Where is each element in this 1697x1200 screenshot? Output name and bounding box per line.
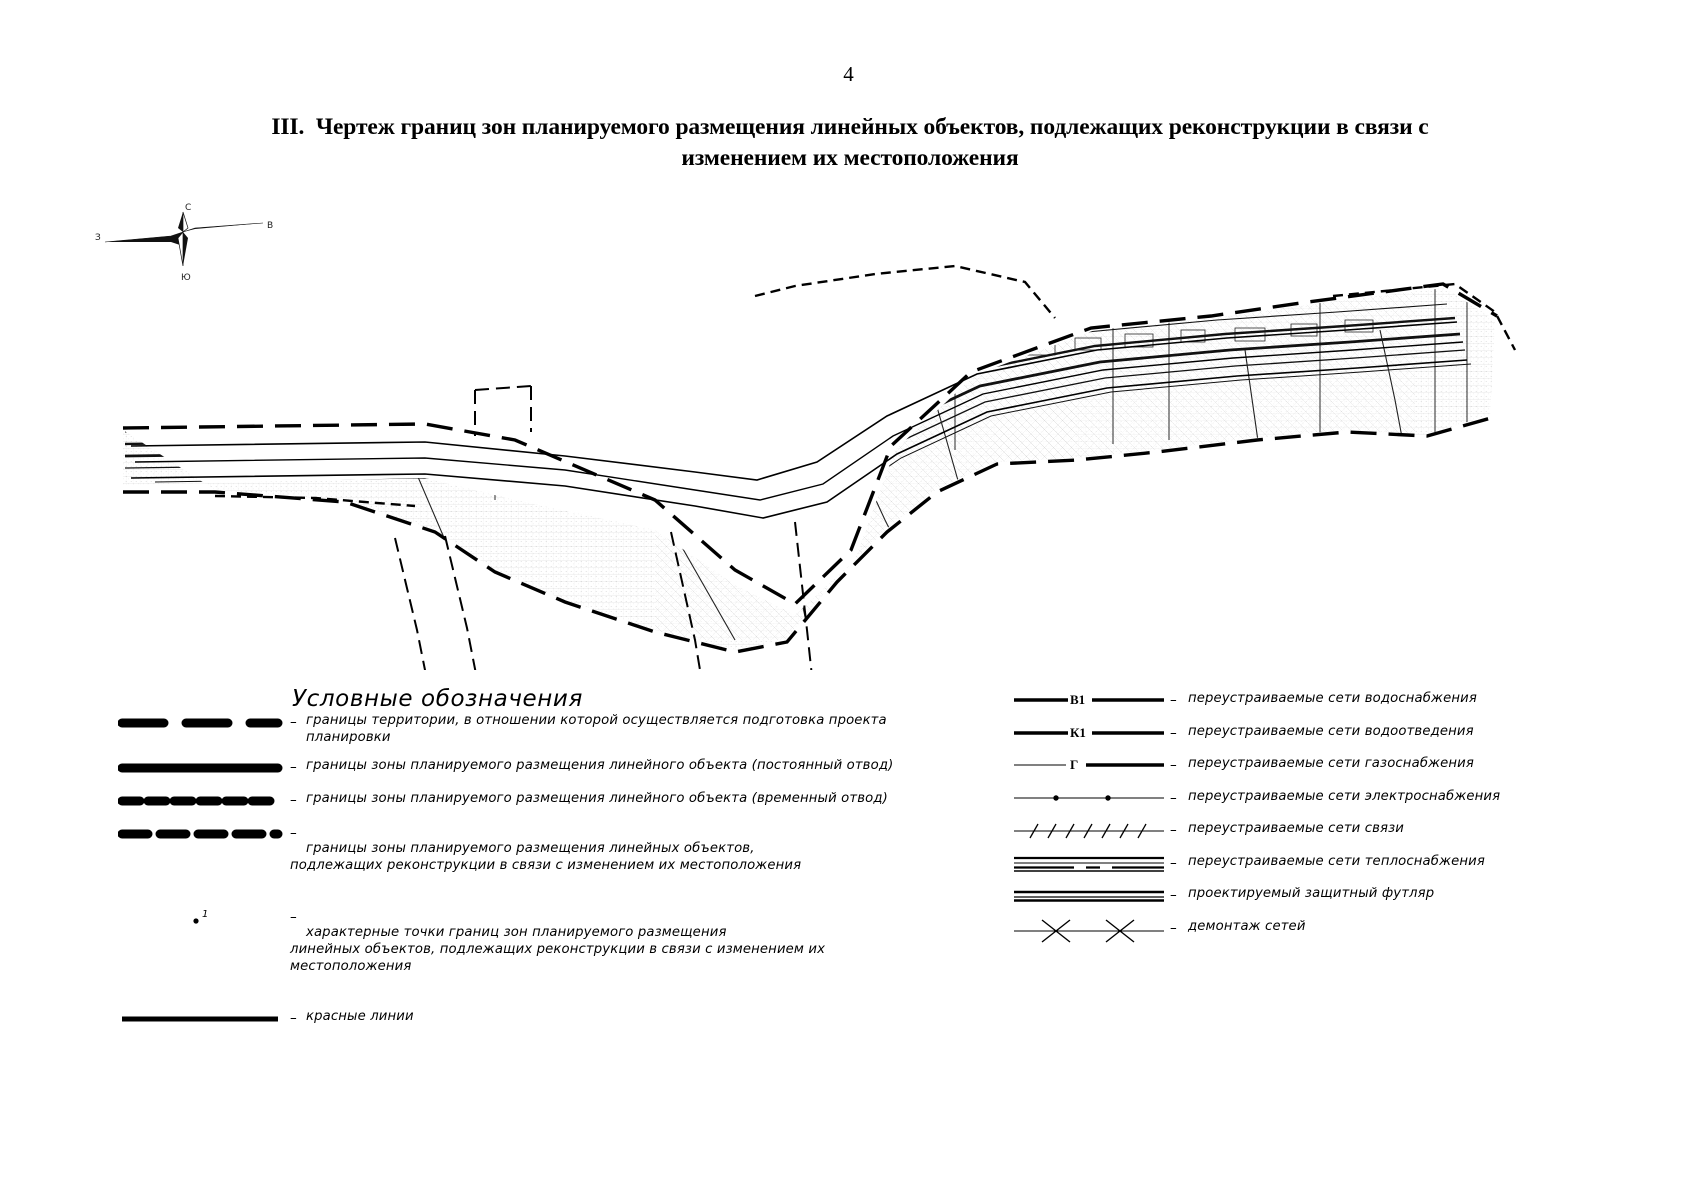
legend-dash: – xyxy=(290,714,297,730)
legend-title: Условные обозначения xyxy=(292,686,583,712)
legend-item-red-lines: – красные линии xyxy=(118,1008,938,1030)
legend-label-protective-casing: проектируемый защитный футляр xyxy=(1188,886,1435,901)
legend-item-reconstruction-zones: – границы зоны планируемого размещения л… xyxy=(118,823,938,891)
legend-column-right: В1 – переустраиваемые сети водоснабжения… xyxy=(1012,690,1532,950)
legend-label-network-dismantling: демонтаж сетей xyxy=(1188,918,1306,934)
map-drawing: С Ю З В xyxy=(95,200,1525,670)
boundary-planning-territory-south xyxy=(123,416,1492,654)
symbol-communications-line-icon xyxy=(1012,820,1170,840)
legend-dash: – xyxy=(1170,822,1177,838)
legend-dash: – xyxy=(290,825,297,841)
section-number: III. xyxy=(271,114,305,140)
symbol-red-line-icon xyxy=(118,1008,290,1030)
symbol-power-supply-line-icon xyxy=(1012,788,1170,808)
compass-rose: С Ю З В xyxy=(95,203,273,283)
legend-label-characteristic-points-line2: линейных объектов, подлежащих реконструк… xyxy=(290,942,826,974)
legend-item-heat-supply: – переустраиваемые сети теплоснабжения xyxy=(1012,853,1532,873)
legend-label-water-drainage: переустраиваемые сети водоотведения xyxy=(1188,723,1474,739)
symbol-gas-supply-line-icon: Г xyxy=(1012,755,1170,775)
legend-dash: – xyxy=(1170,919,1177,936)
legend-label-characteristic-points-line1: характерные точки границ зон планируемог… xyxy=(306,925,727,940)
symbol-protective-casing-icon xyxy=(1012,885,1170,905)
legend-dash: – xyxy=(1170,887,1177,903)
legend-label-power-supply: переустраиваемые сети электроснабжения xyxy=(1188,788,1501,804)
svg-text:С: С xyxy=(185,203,191,213)
svg-text:Ю: Ю xyxy=(181,273,191,283)
legend-label-planning-territory: границы территории, в отношении которой … xyxy=(306,713,887,745)
legend-dash: – xyxy=(290,759,297,775)
legend-dash: – xyxy=(290,792,297,808)
legend-dash: – xyxy=(1170,757,1177,773)
legend-label-characteristic-points: характерные точки границ зон планируемог… xyxy=(290,907,938,992)
svg-text:В: В xyxy=(267,221,273,231)
legend-item-protective-casing: – проектируемый защитный футляр xyxy=(1012,885,1532,905)
symbol-label-water-drainage: К1 xyxy=(1070,725,1086,740)
legend-item-temporary-allotment: – границы зоны планируемого размещения л… xyxy=(118,790,938,812)
legend-item-planning-territory: – границы территории, в отношении которо… xyxy=(118,712,938,746)
symbol-thick-dash-short-icon xyxy=(118,823,290,845)
legend-dash: – xyxy=(1170,692,1177,708)
symbol-network-dismantling-icon xyxy=(1012,918,1170,943)
legend-label-permanent-allotment: границы зоны планируемого размещения лин… xyxy=(306,758,894,773)
boundary-permanent-allotment xyxy=(130,321,1468,519)
legend-item-characteristic-points: 1 – характерные точки границ зон планиру… xyxy=(118,907,938,992)
legend-item-water-drainage: К1 – переустраиваемые сети водоотведения xyxy=(1012,723,1532,743)
red-lines xyxy=(134,341,1464,501)
symbol-label-water-supply: В1 xyxy=(1070,692,1085,707)
legend-label-heat-supply: переустраиваемые сети теплоснабжения xyxy=(1188,853,1485,869)
symbol-thick-dash-long-icon xyxy=(118,712,290,734)
legend-label-gas-supply: переустраиваемые сети газоснабжения xyxy=(1188,756,1474,771)
legend-item-permanent-allotment: – границы зоны планируемого размещения л… xyxy=(118,757,938,779)
legend-label-reconstruction-zones: границы зоны планируемого размещения лин… xyxy=(290,823,938,891)
page-number: 4 xyxy=(843,62,854,86)
page-title: III. Чертеж границ зон планируемого разм… xyxy=(140,112,1560,173)
legend-dash: – xyxy=(1170,854,1177,871)
legend-item-power-supply: – переустраиваемые сети электроснабжения xyxy=(1012,788,1532,808)
symbol-label-gas-supply: Г xyxy=(1070,757,1078,772)
legend-item-water-supply: В1 – переустраиваемые сети водоснабжения xyxy=(1012,690,1532,710)
map-corridor-content xyxy=(123,288,1495,650)
legend: Условные обозначения – границы территори… xyxy=(0,676,1697,1026)
symbol-water-drainage-line-icon: К1 xyxy=(1012,723,1170,743)
legend-item-communications: – переустраиваемые сети связи xyxy=(1012,820,1532,840)
legend-dash: – xyxy=(1170,789,1177,806)
legend-label-red-lines: красные линии xyxy=(306,1009,414,1024)
symbol-thick-solid-icon xyxy=(118,757,290,779)
legend-column-left: – границы территории, в отношении которо… xyxy=(118,712,938,1041)
page-title-line-1: III. Чертеж границ зон планируемого разм… xyxy=(271,114,1428,140)
symbol-point-marker-icon: 1 xyxy=(118,907,290,929)
boundary-planning-territory xyxy=(122,282,1498,607)
symbol-water-supply-line-icon: В1 xyxy=(1012,690,1170,710)
legend-label-water-supply: переустраиваемые сети водоснабжения xyxy=(1188,691,1477,706)
svg-text:1: 1 xyxy=(202,909,208,920)
legend-item-network-dismantling: – демонтаж сетей xyxy=(1012,918,1532,943)
symbol-thick-dash-medium-icon xyxy=(118,790,290,812)
legend-label-temporary-allotment: границы зоны планируемого размещения лин… xyxy=(306,791,888,806)
legend-label-communications: переустраиваемые сети связи xyxy=(1188,821,1405,836)
legend-item-gas-supply: Г – переустраиваемые сети газоснабжения xyxy=(1012,755,1532,775)
legend-dash: – xyxy=(290,1010,297,1026)
boundary-reconstruction-zones xyxy=(214,264,1517,508)
svg-text:З: З xyxy=(95,233,101,243)
legend-dash: – xyxy=(1170,724,1177,741)
boundary-temporary-allotment xyxy=(394,385,813,670)
page-title-text: Чертеж границ зон планируемого размещени… xyxy=(315,114,1429,140)
legend-label-reconstruction-zones-line1: границы зоны планируемого размещения лин… xyxy=(306,841,755,856)
page-title-line-2: изменением их местоположения xyxy=(681,144,1019,171)
legend-dash: – xyxy=(290,909,297,925)
symbol-heat-supply-line-icon xyxy=(1012,853,1170,873)
legend-label-reconstruction-zones-line2: подлежащих реконструкции в связи с измен… xyxy=(290,858,802,873)
